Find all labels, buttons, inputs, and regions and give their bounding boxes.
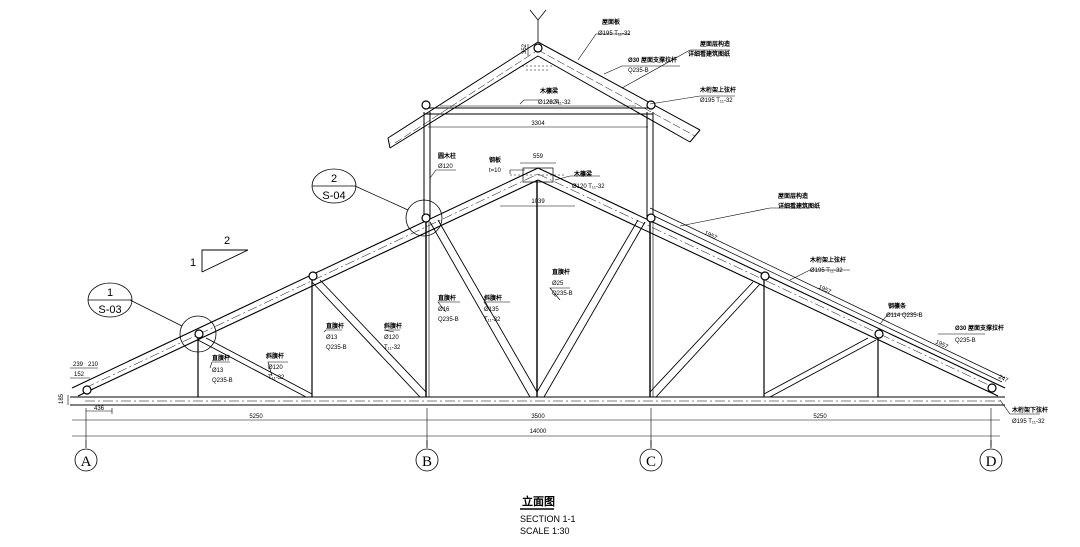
- label-diag-b-spec1: Ø120: [384, 335, 399, 341]
- title-scale: SCALE 1:30: [520, 526, 570, 536]
- dim-ridge-vert: 352: [522, 43, 528, 54]
- detail-2-number: 2: [331, 173, 337, 185]
- truss-joints: [82, 43, 997, 395]
- label-brace-b: Ø30 屋面支撑拉杆: [955, 324, 1004, 332]
- dim-left-152: 152: [74, 372, 85, 378]
- slope-indicator: 2 1: [190, 235, 249, 273]
- detail-1-ref: S-03: [98, 304, 121, 316]
- detail-1-number: 1: [107, 287, 113, 299]
- label-round-post-spec: Ø120: [438, 164, 453, 170]
- label-brace-b-spec: Q235-B: [955, 338, 976, 344]
- label-diag-1-spec2: T₁₁-32: [268, 375, 285, 381]
- apex-plate: [500, 162, 575, 207]
- label-diag-center: 斜腹杆: [483, 294, 502, 302]
- label-steel-plate: 钢板: [489, 156, 502, 164]
- label-round-post: 圆木柱: [438, 152, 456, 160]
- label-roof-const-a: 屋面层构造: [700, 40, 730, 48]
- label-diag-1: 斜腹杆: [265, 352, 284, 360]
- leader-lines: [209, 33, 1040, 415]
- grid-axis-d: D: [986, 454, 997, 470]
- label-lower-chord-spec: Ø195 T₁₁-32: [1012, 419, 1045, 425]
- dim-left-vert: 185: [59, 393, 65, 404]
- label-diag-center-spec1: Ø135: [484, 307, 499, 313]
- detail-callout-1: 1 S-03: [87, 282, 217, 353]
- label-roof-const-a-note: 详细看建筑图纸: [688, 50, 730, 58]
- label-steel-purlin: 钢檩条: [888, 302, 907, 310]
- label-vert-rod-b-spec2: Q235-B: [438, 317, 459, 323]
- label-roof-board-spec: Ø195 T₁₁-32: [598, 31, 631, 37]
- label-diag-1-spec1: Ø120: [268, 365, 283, 371]
- dim-left-offset: 436: [94, 406, 105, 412]
- title-section: SECTION 1-1: [520, 514, 576, 524]
- slope-rise: 2: [224, 235, 230, 247]
- grid-axis-b: B: [422, 454, 432, 470]
- main-truss: [70, 167, 1006, 406]
- label-brace-a-spec: Q235-B: [628, 68, 649, 74]
- detail-2-ref: S-04: [322, 190, 345, 202]
- label-roof-const-b-note: 详细看建筑图纸: [778, 202, 820, 210]
- label-vert-rod-1: 直腹杆: [212, 354, 230, 362]
- label-vert-rod-1-spec1: Ø13: [212, 368, 224, 374]
- dim-left-top-a: 239: [73, 362, 84, 368]
- label-lower-chord: 木桁架下弦杆: [1011, 406, 1048, 414]
- dimension-lines: [67, 44, 1000, 446]
- title-block: 立面图 SECTION 1-1 SCALE 1:30: [520, 494, 576, 536]
- label-upper-chord-b: 木桁架上弦杆: [809, 256, 846, 264]
- grid-axes: [74, 440, 1003, 472]
- grid-axis-a: A: [81, 454, 92, 470]
- label-upper-chord-b-spec: Ø195 T₁₁-32: [810, 268, 843, 274]
- dim-bay-center: 3500: [531, 414, 545, 420]
- label-vert-rod-2-spec1: Ø13: [326, 335, 338, 341]
- dim-bay-right: 5250: [813, 414, 827, 420]
- label-vert-rod-2: 直腹杆: [326, 322, 344, 330]
- label-diag-b-spec2: T₁₁-32: [384, 345, 401, 351]
- label-roof-board: 屋面板: [602, 18, 621, 26]
- dim-bay-left: 5250: [249, 414, 263, 420]
- dim-upper-span: 3304: [531, 121, 545, 127]
- grid-axis-c: C: [646, 454, 656, 470]
- label-vert-rod-center-spec2: Q235-B: [552, 291, 573, 297]
- label-purlin-upper-spec: Ø120 T₁₁-32: [538, 100, 571, 106]
- label-purlin-upper: 木檩梁: [539, 87, 558, 95]
- dim-right-end: 247: [997, 374, 1009, 384]
- label-steel-purlin-spec: Ø114 Q235-B: [886, 313, 923, 319]
- upper-cupola: [387, 9, 701, 218]
- dim-plate-width: 559: [533, 154, 544, 160]
- label-vert-rod-b: 直腹杆: [438, 294, 456, 302]
- label-purlin-mid-spec: Ø120 T₁₁-32: [572, 184, 605, 190]
- label-steel-plate-spec: t=10: [489, 168, 502, 174]
- dim-upper-inner: 2824: [546, 100, 560, 106]
- dim-rafter-1957c: 1957: [934, 339, 949, 351]
- label-roof-const-b: 屋面层构造: [778, 192, 808, 200]
- dim-rafter-1957a: 1957: [703, 230, 718, 242]
- slope-run: 1: [190, 257, 196, 269]
- label-vert-rod-b-spec1: Ø16: [438, 307, 450, 313]
- detail-callout-2: 2 S-04: [311, 168, 443, 237]
- label-brace-a: Ø30 屋面支撑拉杆: [628, 56, 677, 64]
- title-cn: 立面图: [522, 494, 555, 508]
- dim-left-top-b: 210: [88, 362, 99, 368]
- dimension-texts: 14000 5250 3500 5250 436 239 210 152 185…: [59, 43, 1009, 435]
- label-vert-rod-1-spec2: Q235-B: [212, 378, 233, 384]
- label-vert-rod-center: 直腹杆: [552, 268, 570, 276]
- label-diag-center-spec2: T₁₁-32: [484, 317, 501, 323]
- annotations: 屋面板 Ø195 T₁₁-32 Ø30 屋面支撑拉杆 Q235-B 屋面层构造 …: [212, 18, 1048, 425]
- label-upper-chord-a: 木桁架上弦杆: [699, 86, 736, 94]
- dim-total: 14000: [530, 429, 547, 435]
- label-diag-b: 斜腹杆: [383, 322, 402, 330]
- dim-plate-lower: 1039: [531, 199, 545, 205]
- label-upper-chord-a-spec: Ø195 T₁₁-32: [700, 98, 733, 104]
- dim-rafter-1957b: 1957: [817, 284, 832, 296]
- label-vert-rod-center-spec1: Ø25: [552, 281, 564, 287]
- label-vert-rod-2-spec2: Q235-B: [326, 345, 347, 351]
- label-purlin-mid: 木檩梁: [573, 170, 592, 178]
